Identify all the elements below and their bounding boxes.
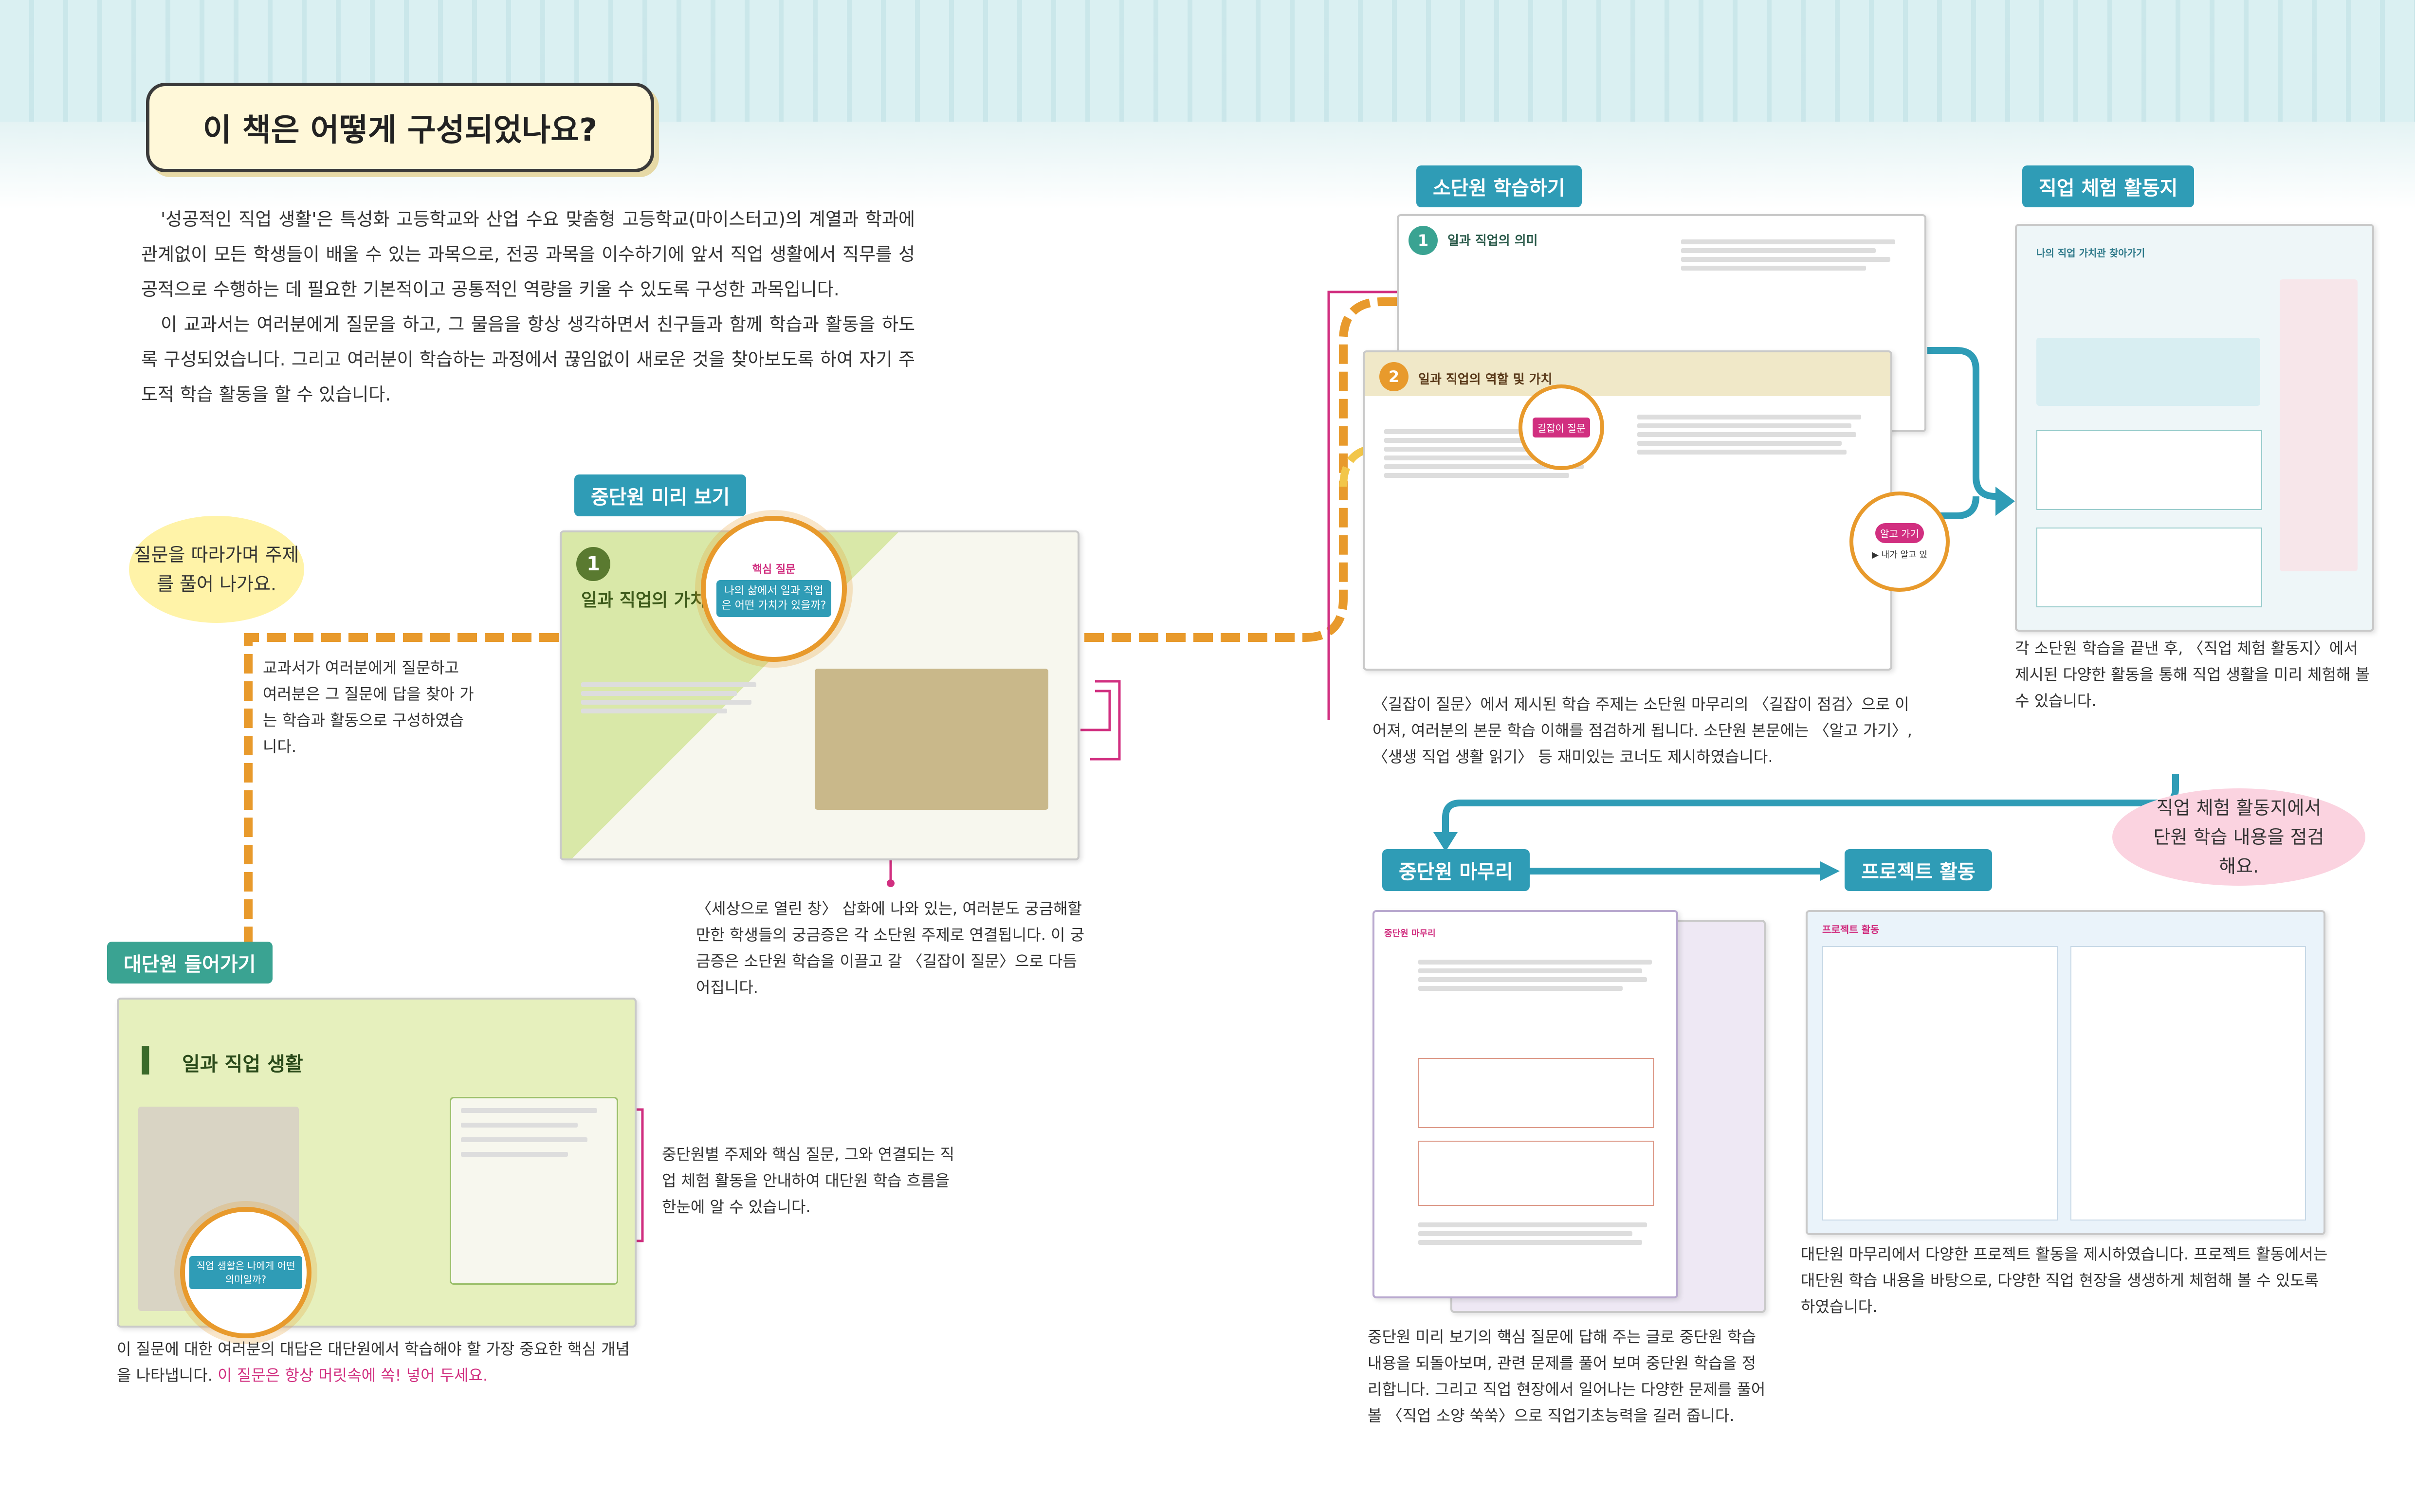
small-learning-zoom: 길잡이 질문 — [1519, 384, 1604, 470]
intro-paragraph-1: '성공적인 직업 생활'은 특성화 고등학교와 산업 수요 맞춤형 고등학교(마… — [141, 209, 915, 300]
small-learning-page2-number: 2 — [1379, 362, 1409, 391]
mid-wrap-table — [1418, 1058, 1654, 1128]
mid-wrap-table-2 — [1418, 1141, 1654, 1206]
label-project: 프로젝트 활동 — [1845, 849, 1992, 891]
big-unit-caption: 이 질문에 대한 여러분의 대답은 대단원에서 학습해야 할 가장 중요한 핵심… — [117, 1336, 642, 1388]
job-activity-title: 나의 직업 가치관 찾아가기 — [2036, 247, 2145, 259]
intro-paragraph-2: 이 교과서는 여러분에게 질문을 하고, 그 물음을 항상 생각하면서 친구들과… — [141, 314, 915, 405]
mid-wrap-text-2 — [1418, 1219, 1652, 1249]
project-panel-tag: 프로젝트 활동 — [1822, 924, 1880, 935]
job-activity-image — [2036, 338, 2260, 406]
intro-text: '성공적인 직업 생활'은 특성화 고등학교와 산업 수요 맞춤형 고등학교(마… — [141, 202, 915, 412]
small-learning-zoom2-text: 알고 가기 — [1875, 523, 1924, 543]
small-learning-caption: 〈길잡이 질문〉에서 제시된 학습 주제는 소단원 마무리의 〈길잡이 점검〉으… — [1372, 695, 1912, 766]
label-small-learning: 소단원 학습하기 — [1416, 165, 1582, 207]
label-mid-preview: 중단원 미리 보기 — [574, 474, 747, 516]
small-learning-page-2: 2 일과 직업의 역할 및 가치 — [1363, 350, 1892, 671]
page2-text-left — [1384, 425, 1608, 482]
question-note-caption: 교과서가 여러분에게 질문하고 여러분은 그 질문에 답을 찾아 가는 학습과 … — [263, 658, 474, 756]
project-right-column — [2070, 946, 2306, 1221]
big-unit-zoom-text: 직업 생활은 나에게 어떤 의미일까? — [189, 1256, 302, 1289]
bubble-review-activity-text: 직업 체험 활동지에서 단원 학습 내용을 점검해요. — [2153, 797, 2324, 877]
mid-preview-text-block — [581, 678, 766, 717]
big-unit-title: 일과 직업 생활 — [182, 1053, 303, 1075]
mid-preview-number: 1 — [576, 547, 610, 581]
page-title: 이 책은 어떻게 구성되었나요? — [202, 112, 598, 148]
small-learning-page1-number: 1 — [1409, 226, 1438, 255]
big-unit-caption-highlight: 이 질문은 항상 머릿속에 쏙! 넣어 두세요. — [218, 1366, 488, 1384]
job-activity-caption: 각 소단원 학습을 끝낸 후, 〈직업 체험 활동지〉에서 제시된 다양한 활동… — [2015, 639, 2370, 710]
label-job-activity: 직업 체험 활동지 — [2022, 165, 2195, 207]
job-activity-diagram — [2036, 430, 2262, 510]
label-mid-wrap: 중단원 마무리 — [1382, 849, 1530, 891]
mid-preview-zoom-text: 나의 삶에서 일과 직업은 어떤 가치가 있을까? — [716, 580, 831, 617]
small-learning-zoom-2: 알고 가기 ▶ 내가 알고 있 — [1849, 492, 1950, 592]
project-caption: 대단원 마무리에서 다양한 프로젝트 활동을 제시하였습니다. 프로젝트 활동에… — [1801, 1245, 2328, 1316]
label-big-unit-intro: 대단원 들어가기 — [107, 942, 273, 984]
project-panel: 프로젝트 활동 — [1806, 910, 2325, 1235]
page1-text — [1681, 236, 1905, 274]
mid-wrap-tag: 중단원 마무리 — [1384, 929, 1436, 939]
job-activity-panel: 나의 직업 가치관 찾아가기 — [2015, 224, 2374, 632]
job-activity-side-note — [2280, 279, 2358, 571]
core-note-caption: 중단원별 주제와 핵심 질문, 그와 연결되는 직업 체험 활동을 안내하여 대… — [662, 1145, 955, 1216]
page-title-box: 이 책은 어떻게 구성되었나요? — [146, 83, 654, 172]
small-learning-page1-title: 일과 직업의 의미 — [1447, 234, 1538, 248]
bubble-follow-questions: 질문을 따라가며 주제를 풀어 나가요. — [129, 516, 304, 623]
classroom-illustration — [815, 669, 1048, 810]
mid-wrap-text — [1418, 956, 1662, 995]
small-learning-zoom2-sub: ▶ 내가 알고 있 — [1872, 549, 1927, 560]
mid-wrap-caption: 중단원 미리 보기의 핵심 질문에 답해 주는 글로 중단원 학습 내용을 되돌… — [1368, 1328, 1766, 1425]
bubble-review-activity: 직업 체험 활동지에서 단원 학습 내용을 점검해요. — [2112, 788, 2365, 886]
big-unit-number: I — [138, 1038, 153, 1084]
mid-preview-caption: 〈세상으로 열린 창〉 삽화에 나와 있는, 여러분도 궁금해할 만한 학생들의… — [696, 899, 1085, 997]
mid-preview-title: 일과 직업의 가치 — [581, 590, 706, 610]
mid-preview-zoom-tag: 핵심 질문 — [752, 564, 796, 576]
big-unit-toc — [450, 1097, 618, 1285]
mid-preview-panel: 1 일과 직업의 가치 — [560, 530, 1079, 860]
small-learning-page2-title: 일과 직업의 역할 및 가치 — [1418, 372, 1553, 387]
page2-header — [1365, 352, 1890, 396]
project-left-column — [1822, 946, 2058, 1221]
mid-preview-zoom: 핵심 질문 나의 삶에서 일과 직업은 어떤 가치가 있을까? — [701, 516, 847, 662]
big-unit-zoom: 직업 생활은 나에게 어떤 의미일까? — [180, 1207, 311, 1338]
big-unit-caption-main: 이 질문에 대한 여러분의 대답은 대단원에서 학습해야 할 가장 중요한 핵심… — [117, 1340, 630, 1384]
mid-wrap-front-page: 중단원 마무리 — [1372, 910, 1678, 1298]
page2-text-right — [1637, 411, 1871, 458]
bubble-follow-questions-text: 질문을 따라가며 주제를 풀어 나가요. — [134, 544, 299, 595]
job-activity-table — [2036, 528, 2262, 607]
small-learning-zoom-text: 길잡이 질문 — [1532, 417, 1591, 437]
